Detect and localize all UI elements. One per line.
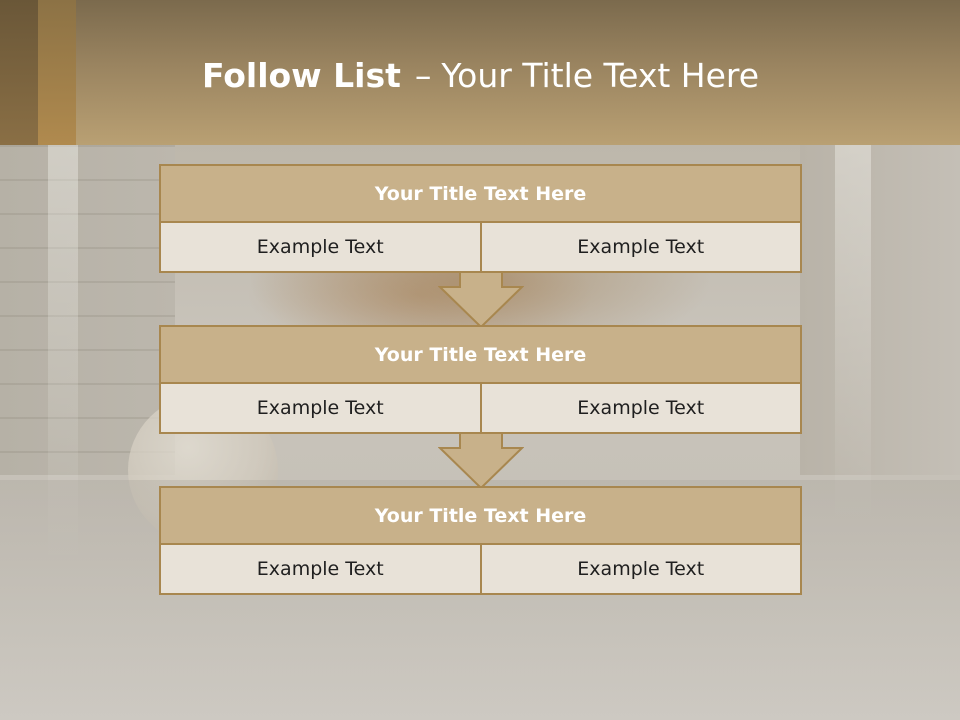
- block-row: Example Text Example Text: [161, 384, 800, 432]
- stone-wall-right: [800, 145, 960, 475]
- title-bold-part: Follow List: [202, 56, 401, 95]
- block-cell-right: Example Text: [479, 545, 801, 593]
- light-beam-right: [835, 145, 871, 525]
- down-arrow-icon: [438, 271, 524, 329]
- slide-header: Follow List–Your Title Text Here: [0, 0, 960, 145]
- list-block: Your Title Text Here Example Text Exampl…: [159, 486, 802, 595]
- block-row: Example Text Example Text: [161, 223, 800, 271]
- block-title: Your Title Text Here: [161, 166, 800, 223]
- header-accent-strip: [38, 0, 76, 145]
- block-cell-right: Example Text: [479, 223, 801, 271]
- block-cell-left: Example Text: [256, 558, 384, 580]
- list-block: Your Title Text Here Example Text Exampl…: [159, 325, 802, 434]
- down-arrow-icon: [438, 432, 524, 490]
- block-title: Your Title Text Here: [161, 488, 800, 545]
- light-beam-left: [48, 145, 78, 565]
- title-rest: Your Title Text Here: [441, 56, 760, 95]
- list-block: Your Title Text Here Example Text Exampl…: [159, 164, 802, 273]
- block-cell-left: Example Text: [256, 397, 384, 419]
- block-title: Your Title Text Here: [161, 327, 800, 384]
- slide-title: Follow List–Your Title Text Here: [202, 52, 902, 100]
- block-cell-right: Example Text: [479, 384, 801, 432]
- block-row: Example Text Example Text: [161, 545, 800, 593]
- block-cell-left: Example Text: [256, 236, 384, 258]
- header-accent-strip: [0, 0, 38, 145]
- title-separator: –: [414, 56, 432, 95]
